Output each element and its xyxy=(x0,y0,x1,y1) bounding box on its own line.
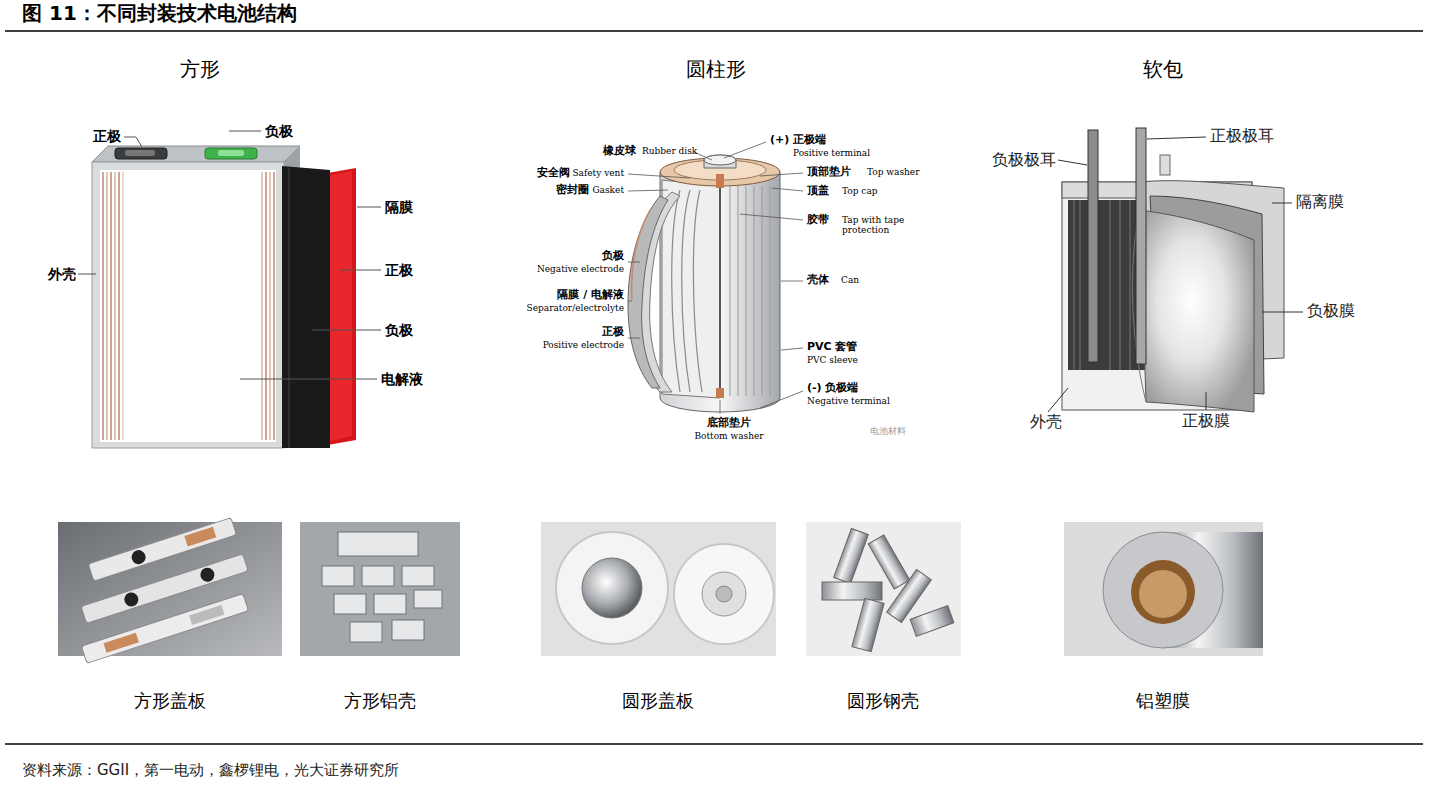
part-label-english: Negative terminal xyxy=(807,396,890,406)
part-label-english: Negative electrode xyxy=(537,264,624,274)
part-label: 负极极耳 xyxy=(992,151,1056,169)
part-label-english: Tap with tape protection xyxy=(842,215,918,236)
part-label: 外壳 xyxy=(1030,413,1062,431)
part-label: 安全阀 xyxy=(537,167,570,180)
part-label: 负极膜 xyxy=(1307,302,1355,320)
figure-title: 图 11：不同封装技术电池结构 xyxy=(22,2,297,25)
part-label: 壳体 xyxy=(807,274,829,287)
part-label: 负极 xyxy=(385,322,413,338)
part-label: 密封圈 xyxy=(556,184,589,197)
part-label-english: Positive terminal xyxy=(793,148,870,158)
column-heading: 软包 xyxy=(1143,58,1183,81)
part-label-english: Gasket xyxy=(592,185,624,195)
photo-caption: 圆形钢壳 xyxy=(847,691,919,712)
part-label: 顶部垫片 xyxy=(807,166,851,179)
part-label: 顶盖 xyxy=(807,185,829,198)
column-heading: 方形 xyxy=(180,58,220,81)
part-label-english: Top washer xyxy=(867,167,919,177)
part-label: 正极极耳 xyxy=(1210,127,1274,145)
part-label: 底部垫片 xyxy=(707,417,751,430)
part-label: 负极 xyxy=(602,250,624,263)
part-label: 正极 xyxy=(93,128,121,144)
photo-caption: 铝塑膜 xyxy=(1136,691,1190,712)
part-label: 正极膜 xyxy=(1182,412,1230,430)
watermark: 电池材料 xyxy=(870,426,906,436)
photo-caption: 圆形盖板 xyxy=(622,691,694,712)
part-label-english: Positive electrode xyxy=(543,340,624,350)
part-label-english: Rubber disk xyxy=(642,146,697,156)
part-label: 正极 xyxy=(602,326,624,339)
column-heading: 圆柱形 xyxy=(686,58,746,81)
part-label-english: Can xyxy=(841,275,859,285)
part-label-english: Separator/electrolyte xyxy=(527,303,624,313)
part-label: 橡皮球 xyxy=(603,145,636,158)
part-label: (-) 负极端 xyxy=(807,382,858,395)
source-note: 资料来源：GGII，第一电动，鑫椤锂电，光大证券研究所 xyxy=(22,762,399,779)
part-label-english: Bottom washer xyxy=(694,431,763,441)
part-label: (+) 正极端 xyxy=(770,134,826,147)
part-label: 隔膜 / 电解液 xyxy=(557,289,624,302)
part-label-english: Top cap xyxy=(842,186,878,196)
part-label: PVC 套管 xyxy=(807,341,857,354)
part-label-english: Safety vent xyxy=(572,168,624,178)
photo-caption: 方形铝壳 xyxy=(344,691,416,712)
part-label: 负极 xyxy=(265,123,293,139)
part-label: 外壳 xyxy=(48,266,76,282)
part-label: 正极 xyxy=(385,262,413,278)
part-label-english: PVC sleeve xyxy=(807,355,858,365)
part-label: 隔膜 xyxy=(385,199,413,215)
part-label: 隔离膜 xyxy=(1296,193,1344,211)
part-label: 电解液 xyxy=(381,371,423,387)
photo-caption: 方形盖板 xyxy=(134,691,206,712)
part-label: 胶带 xyxy=(807,214,829,227)
